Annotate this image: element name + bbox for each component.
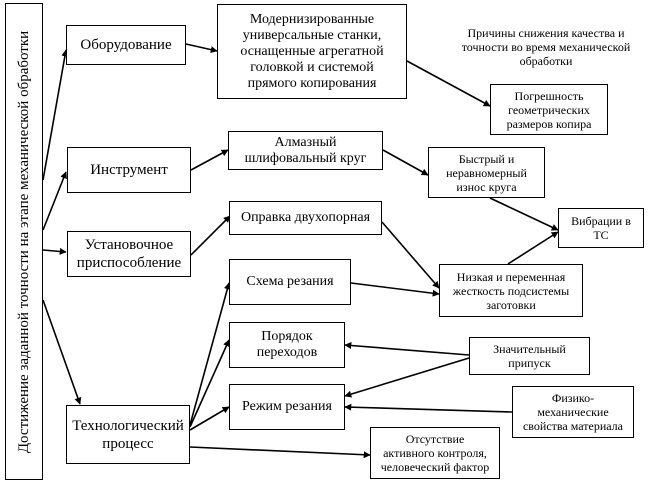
causes-title-label: Причины снижения качества и точности во …	[461, 26, 631, 68]
low-rigidity-label: Низкая и переменная жесткость подсистемы…	[452, 269, 570, 312]
material-props-box: Физико- механические свойства материала	[512, 386, 634, 438]
transitions-order-label: Порядок переходов	[256, 329, 318, 360]
arrow-mandrel-to-rigidity	[381, 221, 440, 289]
fixture-label: Установочное приспособление	[76, 237, 182, 271]
allowance-label: Значительный припуск	[493, 342, 566, 370]
goal-precision-label: Достижение заданной точности на этапе ме…	[16, 30, 32, 453]
arrow-process-to-transitions	[189, 339, 230, 428]
arrow-material-to-cutting-mode	[344, 403, 513, 413]
copier-error-box: Погрешность геометрических размеров копи…	[490, 84, 608, 135]
arrow-wear-to-vibration	[489, 197, 559, 231]
no-control-label: Отсутствие активного контроля, человечес…	[380, 432, 490, 474]
arrow-allowance-to-cutting-mode	[344, 357, 470, 398]
no-control-box: Отсутствие активного контроля, человечес…	[370, 427, 500, 479]
transitions-order-box: Порядок переходов	[229, 322, 345, 368]
process-label: Технологический процесс	[72, 417, 184, 452]
cutting-scheme-box: Схема резания	[229, 259, 351, 305]
arrow-process-to-no-control	[189, 446, 371, 459]
diamond-wheel-label: Алмазный шлифовальный круг	[244, 134, 367, 166]
arrow-process-to-cutting-scheme	[189, 282, 231, 426]
process-box: Технологический процесс	[66, 405, 190, 464]
arrow-rigidity-to-vibration	[507, 231, 559, 265]
mandrel-box: Оправка двухопорная	[229, 201, 382, 235]
arrow-process-to-cutting-mode	[189, 406, 230, 431]
arrow-main-to-tool	[42, 171, 67, 231]
arrow-fixture-to-mandrel	[190, 215, 231, 256]
arrow-equipment-to-machines	[185, 43, 218, 54]
wheel-wear-box: Быстрый и неравномерный износ круга	[428, 147, 545, 198]
tc-vibration-label: Вибрации в ТС	[571, 214, 631, 242]
arrow-main-to-fixture	[42, 247, 67, 255]
goal-precision-box: Достижение заданной точности на этапе ме…	[5, 3, 43, 480]
equipment-label: Оборудование	[80, 37, 172, 53]
mandrel-label: Оправка двухопорная	[240, 210, 371, 225]
tool-box: Инструмент	[67, 147, 191, 193]
arrow-wheel-to-wear	[382, 149, 429, 176]
causes-title: Причины снижения качества и точности во …	[448, 12, 644, 68]
tc-vibration-box: Вибрации в ТС	[558, 208, 644, 248]
allowance-box: Значительный припуск	[469, 337, 590, 375]
machines-box: Модернизированные универсальные станки, …	[217, 4, 407, 99]
diamond-wheel-box: Алмазный шлифовальный круг	[228, 131, 383, 170]
cutting-scheme-label: Схема резания	[246, 274, 334, 289]
arrow-scheme-to-rigidity	[350, 282, 440, 297]
copier-error-label: Погрешность геометрических размеров копи…	[506, 88, 592, 131]
arrow-tool-to-wheel	[190, 149, 229, 171]
cutting-mode-box: Режим резания	[229, 384, 345, 430]
arrow-machines-to-copier	[406, 60, 491, 107]
arrow-main-to-equipment	[42, 49, 69, 181]
wheel-wear-label: Быстрый и неравномерный износ круга	[446, 151, 527, 194]
cutting-mode-label: Режим резания	[242, 399, 332, 414]
material-props-label: Физико- механические свойства материала	[522, 391, 623, 433]
tool-label: Инструмент	[90, 162, 168, 178]
machines-label: Модернизированные универсальные станки, …	[240, 11, 384, 91]
fixture-box: Установочное приспособление	[67, 231, 191, 277]
arrow-main-to-process	[42, 299, 82, 405]
low-rigidity-box: Низкая и переменная жесткость подсистемы…	[439, 264, 583, 317]
equipment-box: Оборудование	[66, 25, 186, 65]
arrow-allowance-to-transitions	[344, 342, 470, 356]
